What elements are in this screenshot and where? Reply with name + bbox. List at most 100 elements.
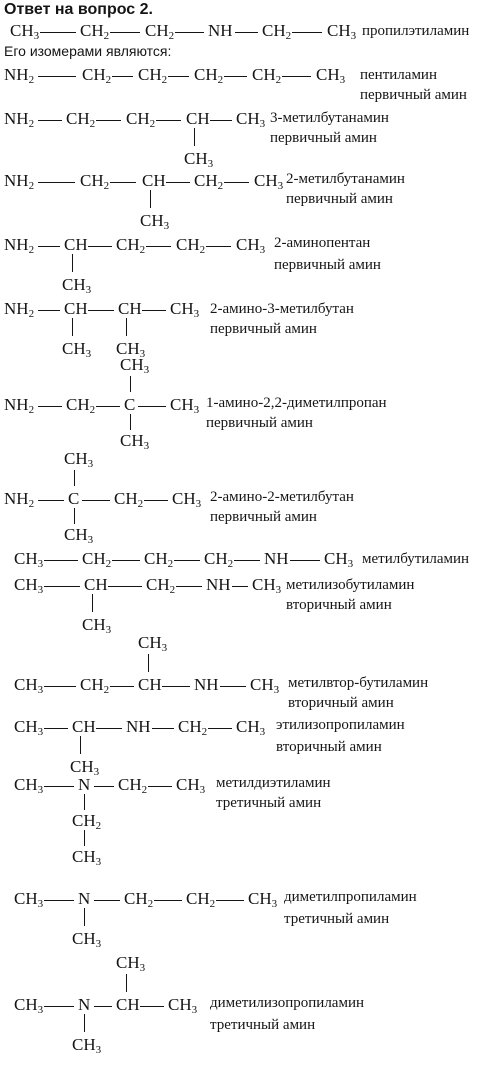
bond-line — [220, 686, 246, 688]
formula-group: CH3 — [184, 149, 214, 170]
formula-group: CH3 — [324, 549, 354, 570]
bond-line — [96, 728, 122, 730]
bond-line — [94, 900, 120, 902]
formula-group: CH2 — [80, 21, 110, 42]
bond-line — [96, 406, 120, 408]
bond-line — [216, 900, 244, 902]
bond-line — [166, 182, 190, 184]
bond-line — [84, 830, 86, 846]
bond-line — [38, 246, 60, 248]
amine-class: вторичный амин — [276, 739, 382, 755]
formula-group: CH — [64, 299, 88, 318]
bond-line — [290, 560, 320, 562]
formula-group: C — [124, 395, 136, 414]
formula-group: CH2 — [194, 65, 224, 86]
formula-group: CH2 — [176, 235, 206, 256]
formula-group: NH2 — [4, 395, 35, 416]
bond-line — [138, 406, 166, 408]
bond-line — [130, 376, 132, 392]
formula-group: CH3 — [140, 211, 170, 232]
formula-group: CH — [186, 109, 210, 128]
formula-group: CH2 — [116, 235, 146, 256]
bond-line — [44, 728, 68, 730]
bond-line — [38, 182, 75, 184]
bond-line — [82, 500, 110, 502]
formula-group: N — [78, 775, 91, 794]
bond-line — [110, 182, 136, 184]
bond-line — [80, 736, 82, 754]
bond-line — [72, 254, 74, 272]
bond-line — [175, 32, 204, 34]
formula-group: CH2 — [144, 549, 174, 570]
formula-group: CH3 — [14, 995, 44, 1016]
bond-line — [108, 586, 142, 588]
bond-line — [130, 414, 132, 430]
answer-heading: Ответ на вопрос 2. — [4, 1, 153, 18]
formula-group: CH — [84, 575, 108, 594]
formula-group: CH3 — [14, 575, 44, 596]
formula-group: CH2 — [146, 575, 176, 596]
formula-group: CH3 — [252, 575, 282, 596]
formula-group: CH3 — [72, 847, 102, 868]
bond-line — [156, 120, 181, 122]
bond-line — [88, 246, 112, 248]
amine-class: первичный амин — [274, 257, 381, 273]
bond-line — [96, 120, 121, 122]
formula-group: CH2 — [178, 717, 208, 738]
formula-group: CH2 — [145, 21, 175, 42]
amine-class: первичный амин — [270, 130, 377, 146]
formula-group: CH3 — [236, 235, 266, 256]
formula-group: NH2 — [4, 489, 35, 510]
bond-line — [88, 310, 114, 312]
formula-group: CH2 — [124, 889, 154, 910]
bond-line — [84, 908, 86, 926]
isomer-name: 2-амино-2-метилбутан — [210, 489, 354, 505]
bond-line — [206, 246, 231, 248]
isomer-name: 3-метилбутанамин — [270, 110, 389, 126]
bond-line — [74, 508, 76, 524]
formula-group: CH3 — [116, 339, 146, 360]
isomers-intro: Его изомерами являются: — [4, 43, 172, 59]
isomer-name: пропилэтиламин — [362, 23, 470, 39]
formula-group: NH2 — [4, 299, 35, 320]
amine-class: первичный амин — [210, 509, 317, 525]
formula-group: CH — [116, 995, 140, 1014]
bond-line — [140, 1006, 164, 1008]
formula-group: CH2 — [114, 489, 144, 510]
bond-line — [144, 500, 168, 502]
formula-group: NH — [208, 21, 233, 40]
formula-group: CH3 — [62, 275, 92, 296]
isomer-name: метилбутиламин — [362, 551, 470, 567]
bond-line — [92, 594, 94, 612]
amine-class: третичный амин — [284, 911, 390, 927]
bond-line — [208, 728, 232, 730]
bond-line — [174, 560, 200, 562]
amine-class: первичный амин — [360, 87, 467, 103]
isomer-name: этилизопропиламин — [276, 717, 405, 733]
formula-group: NH — [194, 675, 219, 694]
formula-group: CH3 — [168, 995, 198, 1016]
formula-group: CH2 — [80, 171, 110, 192]
amine-class: первичный амин — [210, 321, 317, 337]
isomer-name: метилвтор-бутиламин — [288, 675, 429, 691]
formula-group: CH3 — [172, 489, 202, 510]
formula-group: CH2 — [82, 549, 112, 570]
isomer-name: 2-амино-3-метилбутан — [210, 301, 354, 317]
formula-group: CH3 — [72, 1035, 102, 1056]
bond-line — [126, 318, 128, 336]
bond-line — [44, 586, 80, 588]
isomer-name: диметилпропиламин — [284, 889, 417, 905]
bond-line — [142, 310, 166, 312]
bond-line — [235, 32, 258, 34]
formula-group: CH2 — [262, 21, 292, 42]
bond-line — [84, 794, 86, 810]
formula-group: NH — [264, 549, 289, 568]
bond-line — [40, 32, 76, 34]
formula-group: CH3 — [72, 929, 102, 950]
formula-group: CH — [138, 675, 162, 694]
isomer-name: диметилизопропиламин — [210, 995, 365, 1011]
formula-group: NH2 — [4, 65, 35, 86]
bond-line — [210, 120, 232, 122]
formula-group: CH3 — [236, 717, 266, 738]
isomer-name: пентиламин — [360, 67, 437, 83]
